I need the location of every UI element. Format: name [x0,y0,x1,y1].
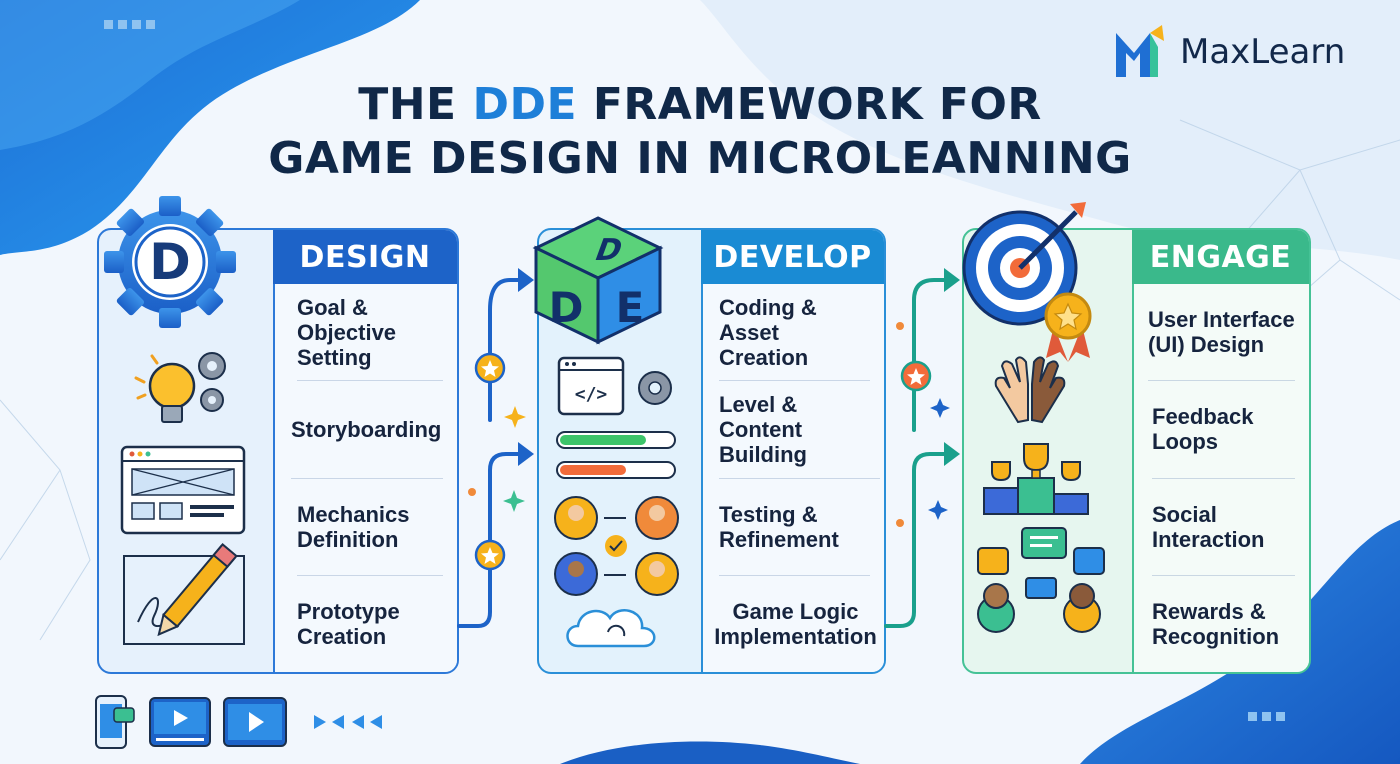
sparkle-decorations [468,322,950,527]
maxlearn-logo-icon [1116,25,1164,77]
develop-header: DEVELOP [701,230,884,284]
design-item-storyboarding: Storyboarding [291,381,443,479]
engage-items: User Interface (UI) Design Feedback Loop… [1134,284,1309,672]
title-accent: DDE [472,79,578,130]
connector-arrowheads [518,268,960,466]
progress-bars-icon [556,431,676,479]
code-window-icon: </> [557,356,625,416]
title-suffix: FRAMEWORK FOR [577,79,1042,130]
design-item-mechanics: Mechanics Definition [297,479,443,576]
design-title: DESIGN [299,239,431,275]
video-player-icon [149,697,211,747]
star-badge-icon [474,352,932,571]
video-player-icon [223,697,287,747]
develop-divider [701,284,703,672]
cloud-sync-icon [566,609,656,648]
wireframe-icon [120,445,246,535]
medal-icon [1044,292,1092,362]
engage-divider [1132,284,1134,672]
design-badge-letter: D [149,233,191,291]
gear-small-icon [638,371,672,405]
engage-header: ENGAGE [1132,230,1309,284]
design-item-prototype: Prototype Creation [297,598,400,649]
pencil-icon [123,543,245,645]
trophy-podium-icon [983,443,1089,515]
engage-item-ui-design: User Interface (UI) Design [1148,284,1295,382]
page-title: THE DDE FRAMEWORK FOR GAME DESIGN IN MIC… [200,78,1200,186]
title-prefix: THE [358,79,473,130]
develop-title: DEVELOP [713,239,872,275]
title-line-1: THE DDE FRAMEWORK FOR [200,78,1200,132]
develop-item-coding: Coding & Asset Creation [719,284,870,382]
cube-letter-right: E [616,283,645,332]
develop-item-testing: Testing & Refinement [719,479,870,576]
social-chat-icon [977,527,1105,633]
dde-cube-icon: D D E [532,216,664,345]
develop-items: Coding & Asset Creation Level & Content … [703,284,884,672]
brand-logo: MaxLearn [1112,22,1345,82]
cube-letter-left: D [549,283,584,332]
develop-card: DEVELOP Coding & Asset Creation Level & … [537,228,886,674]
develop-item-game-logic: Game Logic Implementation [714,598,877,649]
design-items: Goal & Objective Setting Storyboarding M… [275,284,457,672]
brand-name: MaxLearn [1180,32,1346,72]
engage-item-rewards: Rewards & Recognition [1152,598,1280,649]
high-five-icon [994,356,1066,424]
lightbulb-icon [134,352,226,423]
design-header: DESIGN [273,230,457,284]
gear-icon: D [104,196,236,328]
chevron-left-icon [314,715,382,729]
engage-card: ENGAGE User Interface (UI) Design Feedba… [962,228,1311,674]
title-line-2: GAME DESIGN IN MICROLEANNING [268,133,1132,184]
engage-item-feedback: Feedback Loops [1152,381,1295,479]
svg-text:</>: </> [575,384,608,405]
target-icon [962,202,1086,326]
user-exchange-icon [554,496,679,596]
phone-chat-icon [95,695,135,749]
design-item-goal: Goal & Objective Setting [297,284,443,382]
design-divider [273,284,275,672]
engage-item-social: Social Interaction [1152,479,1295,576]
develop-item-level: Level & Content Building [719,381,880,479]
engage-title: ENGAGE [1149,239,1292,275]
